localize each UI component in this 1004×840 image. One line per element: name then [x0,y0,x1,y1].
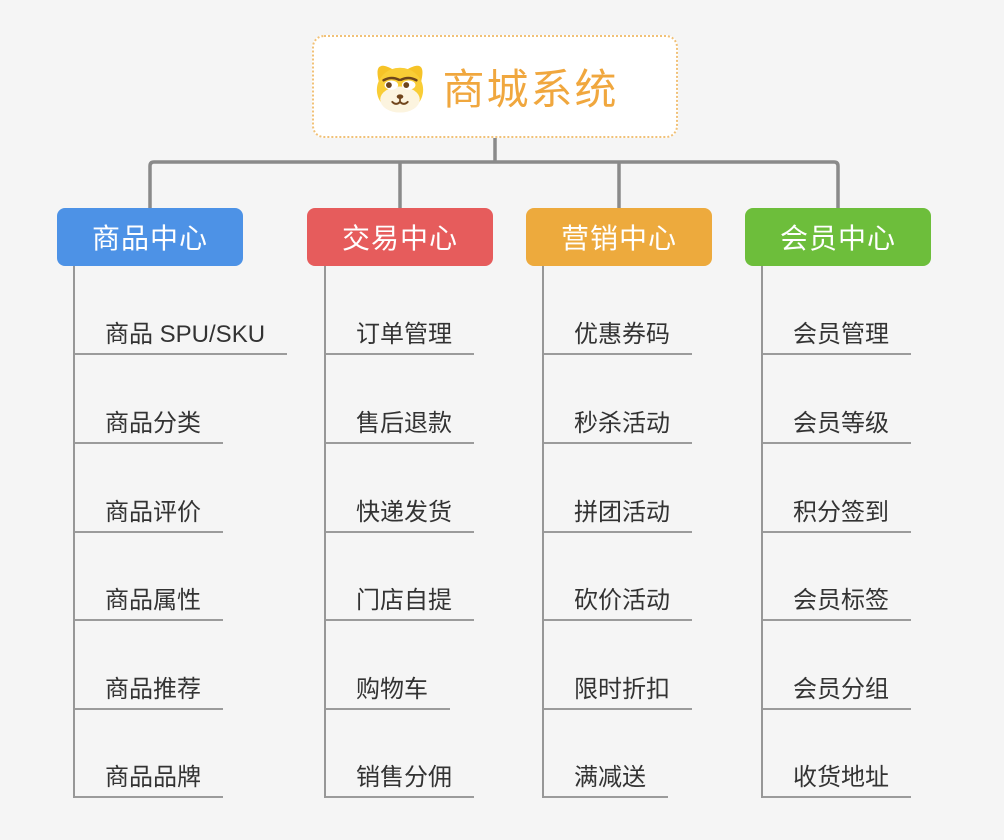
leaf-node[interactable]: 收货地址 [763,758,911,798]
leaf-node[interactable]: 满减送 [544,758,668,798]
branch-node-marketing-center[interactable]: 营销中心 [526,208,712,266]
branch-label: 交易中心 [341,223,458,254]
dog-face-icon [377,65,424,113]
leaf-node[interactable]: 销售分佣 [326,758,474,798]
branch-node-member-center[interactable]: 会员中心 [745,208,931,266]
branch-label: 营销中心 [560,223,677,254]
leaf-node[interactable]: 优惠券码 [544,315,692,355]
branch-bus-line [148,160,840,208]
leaf-node[interactable]: 商品属性 [75,581,223,621]
leaf-node[interactable]: 购物车 [326,670,450,710]
branch-children-column-marketing: 优惠券码 秒杀活动 拼团活动 砍价活动 限时折扣 满减送 [542,266,692,798]
branch-children-column-product: 商品 SPU/SKU 商品分类 商品评价 商品属性 商品推荐 商品品牌 [73,266,288,798]
branch-node-product-center[interactable]: 商品中心 [57,208,243,266]
leaf-node[interactable]: 会员等级 [763,404,911,444]
leaf-node[interactable]: 会员管理 [763,315,911,355]
leaf-node[interactable]: 商品推荐 [75,670,223,710]
leaf-node[interactable]: 商品 SPU/SKU [75,315,288,355]
leaf-node[interactable]: 限时折扣 [544,670,692,710]
leaf-node[interactable]: 会员分组 [763,670,911,710]
branch-children-column-member: 会员管理 会员等级 积分签到 会员标签 会员分组 收货地址 [761,266,911,798]
branch-label: 商品中心 [91,223,208,254]
leaf-node[interactable]: 商品品牌 [75,758,223,798]
leaf-node[interactable]: 积分签到 [763,493,911,533]
leaf-node[interactable]: 商品评价 [75,493,223,533]
branch-node-trade-center[interactable]: 交易中心 [307,208,493,266]
branch-children-column-trade: 订单管理 售后退款 快递发货 门店自提 购物车 销售分佣 [324,266,474,798]
leaf-node[interactable]: 订单管理 [326,315,474,355]
leaf-node[interactable]: 商品分类 [75,404,223,444]
leaf-node[interactable]: 售后退款 [326,404,474,444]
leaf-node[interactable]: 快递发货 [326,493,474,533]
root-title: 商城系统 [442,66,619,113]
leaf-node[interactable]: 门店自提 [326,581,474,621]
root-node[interactable]: 商城系统 [312,35,678,138]
branch-label: 会员中心 [779,223,896,254]
leaf-node[interactable]: 拼团活动 [544,493,692,533]
leaf-node[interactable]: 秒杀活动 [544,404,692,444]
leaf-node[interactable]: 砍价活动 [544,581,692,621]
leaf-node[interactable]: 会员标签 [763,581,911,621]
